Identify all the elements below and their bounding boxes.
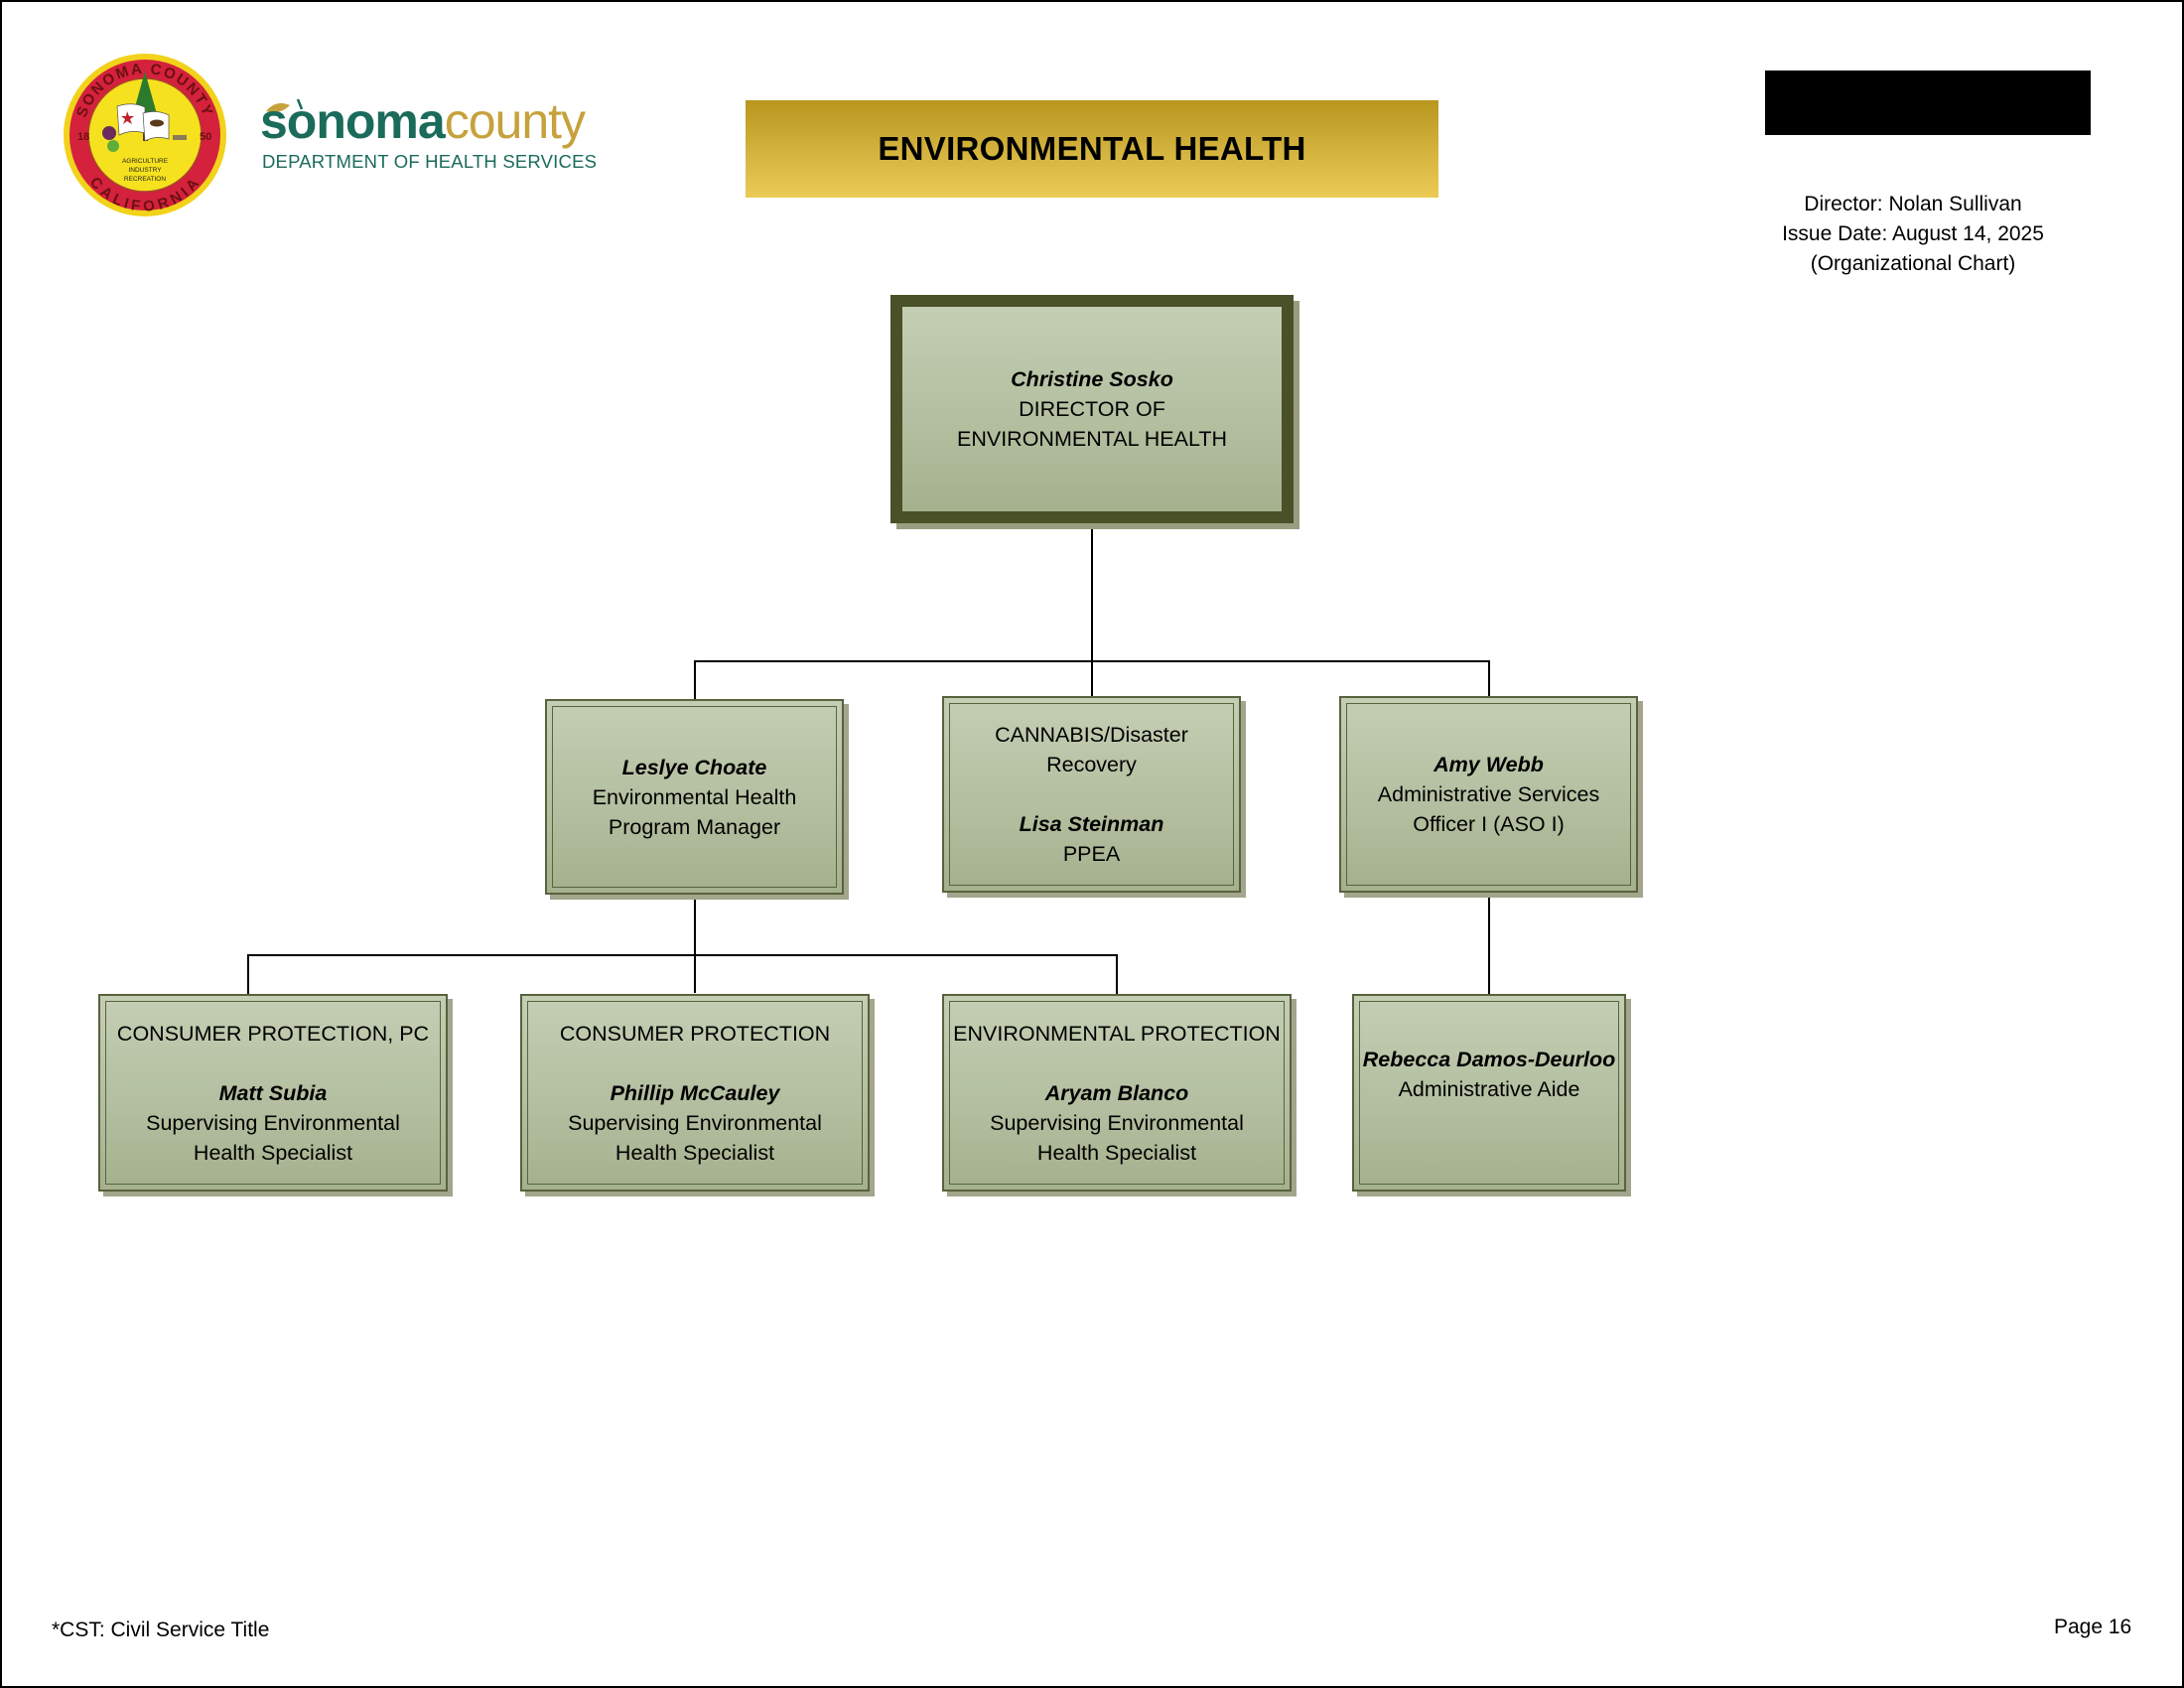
position-title: Supervising Environmental (568, 1110, 822, 1135)
org-box-environmental-protection[interactable]: ENVIRONMENTAL PROTECTION Aryam Blanco Su… (942, 994, 1292, 1192)
person-name: Lisa Steinman (1019, 812, 1164, 836)
connector-level3-bar (247, 954, 1118, 956)
position-title: Administrative Services (1377, 782, 1600, 806)
building-icon (173, 135, 187, 140)
person-name: Rebecca Damos-Deurloo (1362, 1047, 1616, 1071)
person-name: Phillip McCauley (610, 1080, 780, 1105)
section-name: CONSUMER PROTECTION, PC (116, 1021, 430, 1046)
section-name: CONSUMER PROTECTION (559, 1021, 831, 1046)
seal-motto-3: RECREATION (124, 176, 166, 183)
seal-motto-2: INDUSTRY (128, 167, 162, 174)
person-name: Matt Subia (218, 1080, 328, 1105)
logo-wordmark: sonomacounty (260, 91, 586, 151)
position-title: Environmental Health (592, 784, 797, 809)
org-box-cannabis-disaster-recovery[interactable]: CANNABIS/Disaster Recovery Lisa Steinman… (942, 696, 1241, 893)
position-title: Health Specialist (1036, 1140, 1197, 1165)
position-title: ENVIRONMENTAL HEALTH (957, 427, 1227, 451)
issue-date-line: Issue Date: August 14, 2025 (1782, 222, 2044, 245)
org-box-consumer-protection-pc[interactable]: CONSUMER PROTECTION, PC Matt Subia Super… (98, 994, 448, 1192)
position-title: Supervising Environmental (146, 1110, 400, 1135)
position-title: Health Specialist (614, 1140, 775, 1165)
position-title: PPEA (1062, 842, 1121, 866)
doc-type-line: (Organizational Chart) (1810, 252, 2016, 275)
position-title: Program Manager (608, 814, 781, 839)
org-box-aso[interactable]: Amy Webb Administrative Services Officer… (1339, 696, 1638, 893)
flag-icon (116, 103, 146, 136)
document-meta: Director: Nolan Sullivan Issue Date: Aug… (1714, 190, 2112, 279)
org-box-consumer-protection[interactable]: CONSUMER PROTECTION Phillip McCauley Sup… (520, 994, 870, 1192)
connector-level2-bar (694, 660, 1490, 662)
bear-icon (150, 119, 164, 127)
position-title: Officer I (ASO I) (1413, 812, 1565, 836)
connector-to-aso (1488, 660, 1490, 697)
seal-year-right: 50 (200, 131, 211, 143)
connector-program-manager-down (694, 894, 696, 993)
title-banner: ENVIRONMENTAL HEALTH (746, 100, 1438, 198)
person-name: Aryam Blanco (1044, 1080, 1189, 1105)
org-box-program-manager[interactable]: Leslye Choate Environmental Health Progr… (545, 699, 844, 895)
redaction-block (1765, 70, 2091, 135)
org-box-administrative-aide[interactable]: Rebecca Damos-Deurloo Administrative Aid… (1352, 994, 1626, 1192)
county-seal-logo: SONOMA COUNTY CALIFORNIA 18 50 AGRICULTU… (64, 54, 226, 216)
apple-leaf-icon (266, 98, 304, 113)
star-icon (121, 111, 134, 124)
connector-to-program-manager (694, 660, 696, 700)
section-name: Recovery (1046, 753, 1137, 776)
connector-to-consumer-pc (247, 954, 249, 994)
footer-note: *CST: Civil Service Title (52, 1618, 270, 1641)
page-title: ENVIRONMENTAL HEALTH (878, 130, 1306, 167)
connector-to-environmental-protection (1116, 954, 1118, 994)
logo-word-county: county (444, 93, 586, 149)
seal-year-left: 18 (77, 131, 89, 143)
person-name: Amy Webb (1433, 753, 1544, 776)
section-name: ENVIRONMENTAL PROTECTION (953, 1021, 1281, 1046)
section-name: CANNABIS/Disaster (995, 723, 1188, 747)
position-title: Supervising Environmental (990, 1110, 1244, 1135)
position-title: Health Specialist (193, 1140, 353, 1165)
person-name: Christine Sosko (1011, 367, 1173, 391)
director-line: Director: Nolan Sullivan (1804, 193, 2022, 215)
seal-motto-1: AGRICULTURE (122, 158, 169, 165)
connector-aso-down (1488, 892, 1490, 994)
position-title: Administrative Aide (1398, 1076, 1580, 1101)
sonoma-county-logo: sonomacounty DEPARTMENT OF HEALTH SERVIC… (260, 91, 617, 181)
org-box-director[interactable]: Christine Sosko DIRECTOR OF ENVIRONMENTA… (890, 295, 1294, 523)
position-title: DIRECTOR OF (1019, 397, 1165, 421)
connector-director-down (1091, 521, 1093, 698)
page-number: Page 16 (2054, 1616, 2132, 1638)
person-name: Leslye Choate (621, 755, 767, 779)
grapes-icon (102, 126, 116, 140)
apple-icon (107, 140, 119, 152)
logo-word-sonoma: sonoma (260, 93, 446, 149)
logo-subtitle: DEPARTMENT OF HEALTH SERVICES (262, 151, 598, 172)
